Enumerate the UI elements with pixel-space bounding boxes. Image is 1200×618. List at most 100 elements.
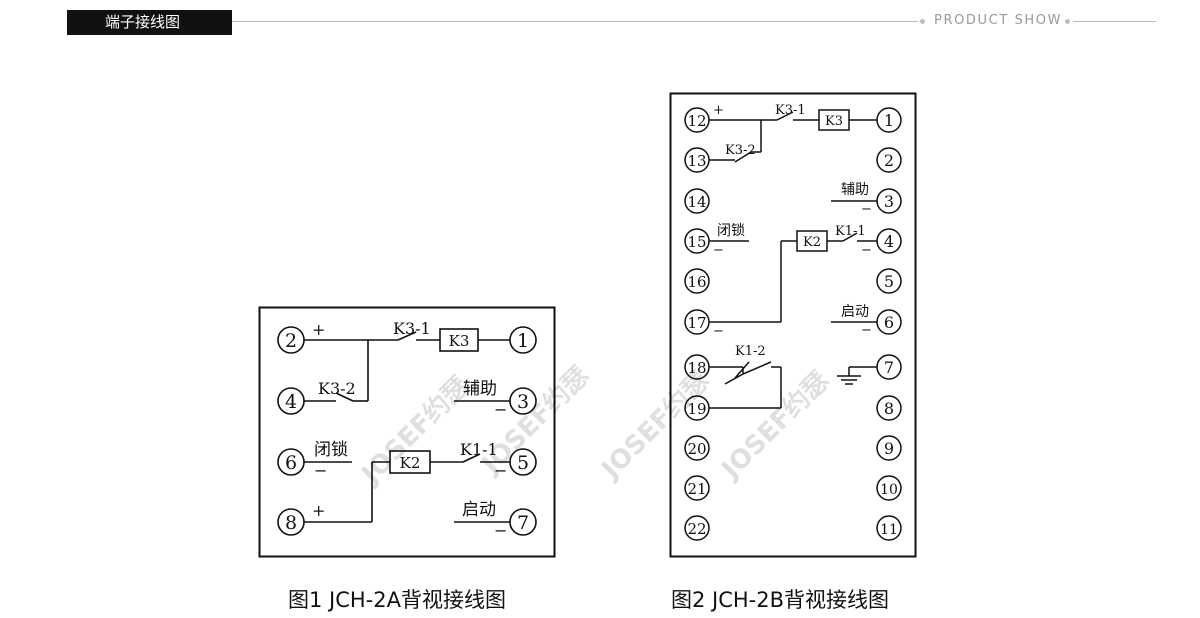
- terminal: 21: [684, 475, 710, 501]
- k3-1-label: K3-1: [775, 103, 806, 118]
- svg-text:13: 13: [687, 152, 706, 170]
- k3-coil-label: K3: [825, 114, 843, 129]
- svg-text:17: 17: [687, 314, 706, 332]
- terminal: 8: [277, 508, 305, 536]
- terminal: 4: [277, 387, 305, 415]
- minus-sign: −: [494, 400, 507, 419]
- svg-text:14: 14: [687, 193, 706, 211]
- minus-sign: −: [494, 461, 507, 480]
- terminal: 22: [684, 515, 710, 541]
- svg-text:12: 12: [687, 112, 706, 130]
- wiring: [304, 331, 510, 523]
- svg-text:21: 21: [687, 480, 706, 498]
- terminal: 10: [876, 475, 902, 501]
- terminal: 9: [876, 435, 902, 461]
- start-label: 启动: [462, 500, 496, 520]
- terminal: 7: [509, 508, 537, 536]
- terminal: 6: [876, 309, 902, 335]
- terminal: 13: [684, 147, 710, 173]
- svg-text:8: 8: [884, 399, 894, 418]
- terminal: 1: [509, 326, 537, 354]
- plus-sign: +: [312, 320, 325, 339]
- svg-text:7: 7: [517, 512, 529, 534]
- k3-2-label: K3-2: [725, 143, 756, 158]
- k3-2-label: K3-2: [318, 379, 356, 398]
- lock-label: 闭锁: [717, 223, 745, 239]
- svg-text:2: 2: [884, 151, 894, 170]
- diagram-jch-2a: 2 1 4 3 6 5 8 7 K3 K2 + K3-1 K3-2 辅助 − 闭: [258, 306, 556, 558]
- relay-coil-k3: [439, 328, 479, 352]
- svg-text:2: 2: [285, 330, 297, 352]
- plus-sign: +: [713, 103, 724, 118]
- svg-text:20: 20: [687, 440, 706, 458]
- svg-text:11: 11: [880, 522, 898, 538]
- wiring: [709, 111, 877, 409]
- svg-text:3: 3: [884, 192, 894, 211]
- svg-text:9: 9: [884, 439, 894, 458]
- svg-text:7: 7: [884, 358, 894, 377]
- svg-text:6: 6: [884, 313, 894, 332]
- svg-text:8: 8: [285, 512, 297, 534]
- terminal: 15: [684, 228, 710, 254]
- svg-text:6: 6: [285, 452, 297, 474]
- header-dot-left: [920, 19, 925, 24]
- k1-2-label: K1-2: [735, 344, 766, 359]
- minus-sign: −: [713, 324, 724, 339]
- aux-label: 辅助: [463, 379, 497, 399]
- relay-coil-k2: [389, 450, 431, 474]
- diagram-jch-2b: 12 13 14 15 16 17 18 19 20 21 22 1 2 3 4…: [669, 92, 917, 558]
- header-caption: PRODUCT SHOW: [934, 13, 1063, 28]
- terminal: 7: [876, 354, 902, 380]
- svg-text:5: 5: [884, 272, 894, 291]
- diagram-frame: [258, 306, 556, 558]
- svg-text:3: 3: [517, 391, 529, 413]
- svg-text:5: 5: [517, 452, 529, 474]
- svg-text:22: 22: [687, 520, 706, 538]
- svg-text:1: 1: [517, 330, 529, 352]
- section-title: 端子接线图: [67, 10, 232, 35]
- header-divider: [232, 21, 918, 22]
- minus-sign: −: [314, 461, 327, 480]
- terminal: 2: [277, 326, 305, 354]
- lock-label: 闭锁: [314, 440, 348, 460]
- terminal: 2: [876, 147, 902, 173]
- terminal: 6: [277, 448, 305, 476]
- relay-coil-k3: [818, 109, 850, 131]
- start-label: 启动: [841, 304, 869, 320]
- terminal: 3: [876, 188, 902, 214]
- terminal: 5: [876, 268, 902, 294]
- svg-text:10: 10: [880, 482, 898, 498]
- k2-coil-label: K2: [803, 235, 821, 250]
- aux-label: 辅助: [841, 182, 869, 198]
- k1-1-label: K1-1: [460, 440, 498, 459]
- figure2-caption: 图2 JCH-2B背视接线图: [671, 588, 890, 612]
- terminal: 12: [684, 107, 710, 133]
- terminal: 11: [876, 515, 902, 541]
- k3-coil-label: K3: [449, 332, 470, 350]
- terminal: 1: [876, 107, 902, 133]
- svg-text:1: 1: [884, 111, 894, 130]
- terminal: 4: [876, 228, 902, 254]
- svg-text:19: 19: [687, 400, 706, 418]
- minus-sign: −: [713, 243, 724, 258]
- header-divider-right: [1073, 21, 1156, 22]
- minus-sign: −: [861, 243, 872, 258]
- minus-sign: −: [861, 323, 872, 338]
- relay-coil-k2: [796, 230, 828, 252]
- k2-coil-label: K2: [400, 454, 421, 472]
- terminal: 17: [684, 309, 710, 335]
- minus-sign: −: [494, 521, 507, 540]
- terminal: 14: [684, 188, 710, 214]
- diagram-frame: [669, 92, 917, 558]
- plus-sign: +: [312, 501, 325, 520]
- svg-text:16: 16: [687, 273, 706, 291]
- k1-1-label: K1-1: [835, 224, 866, 239]
- terminal: 8: [876, 395, 902, 421]
- terminal: 20: [684, 435, 710, 461]
- svg-text:4: 4: [884, 232, 894, 251]
- svg-text:15: 15: [687, 233, 706, 251]
- header-dot-right: [1065, 19, 1070, 24]
- minus-sign: −: [861, 202, 872, 217]
- terminal: 19: [684, 395, 710, 421]
- figure1-caption: 图1 JCH-2A背视接线图: [288, 588, 506, 612]
